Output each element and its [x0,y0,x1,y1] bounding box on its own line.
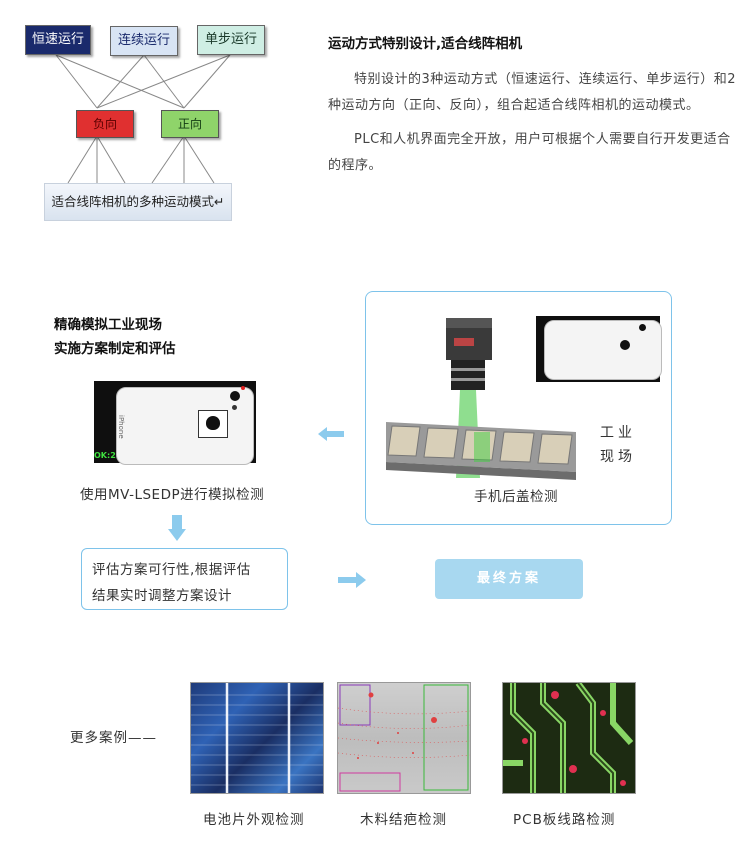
simulation-screenshot: iPhone OK:2 [94,381,256,465]
motion-paragraph-1: 特别设计的3种运动方式（恒速运行、连续运行、单步运行）和2种运动方向（正向、反向… [328,72,737,113]
conveyor-belt-image [386,422,576,480]
case-label-wood: 木料结疤检测 [360,812,447,828]
solar-grid-lines [191,683,323,793]
phone-label: iPhone [117,415,125,439]
more-cases-label: 更多案例—— [70,730,157,746]
arrow-left-icon [318,427,344,441]
motion-mode-diagram: 恒速运行 连续运行 单步运行 负向 正向 适合线阵相机的多种运动模式↵ [0,0,265,230]
simulation-title-line2: 实施方案制定和评估 [54,341,176,357]
case-image-wood[interactable] [337,682,471,794]
motion-title: 运动方式特别设计,适合线阵相机 [328,36,523,52]
simulation-caption: 使用MV-LSEDP进行模拟检测 [80,487,265,503]
case-image-solar-cell[interactable] [190,682,324,794]
mode-box-step: 单步运行 [197,25,265,55]
direction-box-positive: 正向 [161,110,219,138]
sim-ok-status: OK:2 [94,451,116,460]
camera-lens-icon [230,391,240,401]
industrial-scene-frame: 工业 现场 手机后盖检测 [365,291,672,525]
evaluation-line1: 评估方案可行性,根据评估 [92,562,251,578]
motion-description: 特别设计的3种运动方式（恒速运行、连续运行、单步运行）和2种运动方向（正向、反向… [328,67,742,179]
case-label-solar: 电池片外观检测 [203,812,305,828]
arrow-right-icon [338,572,366,588]
phone-thumbnail [536,316,662,382]
diagram-connector-lines [55,54,231,184]
final-scheme-button[interactable]: 最终方案 [435,559,583,599]
wood-defect-marks [338,684,470,792]
evaluation-line2: 结果实时调整方案设计 [92,588,232,604]
diagram-caption: 适合线阵相机的多种运动模式↵ [44,183,232,221]
mode-box-continuous: 连续运行 [110,26,178,56]
phone-thumb-camera-icon [639,324,646,331]
scene-caption: 手机后盖检测 [474,489,558,505]
case-label-pcb: PCB板线路检测 [513,812,616,828]
direction-box-negative: 负向 [76,110,134,138]
apple-logo-icon [206,416,220,430]
pcb-traces [503,683,634,793]
scene-label-2: 现场 [600,449,636,465]
arrow-down-icon [168,515,186,541]
motion-paragraph-2: PLC和人机界面完全开放，用户可根据个人需要自行开发更适合的程序。 [328,132,731,173]
simulation-title-line1: 精确模拟工业现场 [54,317,162,333]
flash-icon [232,405,237,410]
case-image-pcb[interactable] [502,682,636,794]
mode-box-constant: 恒速运行 [25,25,91,55]
detection-box [198,410,228,438]
scene-label-1: 工业 [600,425,636,441]
mark-dot-icon [241,386,245,390]
evaluation-box: 评估方案可行性,根据评估 结果实时调整方案设计 [81,548,288,610]
phone-thumb-logo-icon [620,340,630,350]
